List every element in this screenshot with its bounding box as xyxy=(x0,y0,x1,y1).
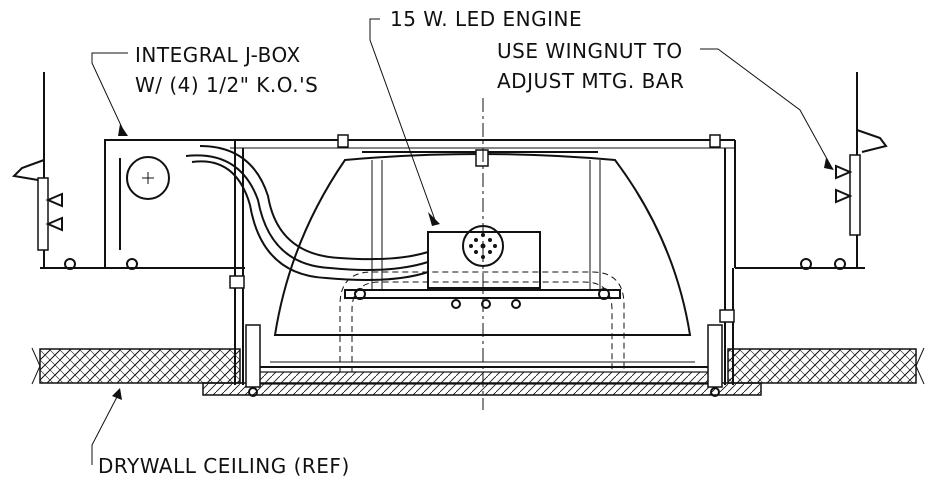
jbox-label-line2: W/ (4) 1/2" K.O.'S xyxy=(135,73,318,97)
leaders xyxy=(91,18,833,465)
break-line-left xyxy=(31,347,41,385)
mounting-bar-left xyxy=(11,72,138,270)
trim-clip-left xyxy=(245,324,261,397)
drywall-ceiling-left xyxy=(39,348,241,384)
break-line-right xyxy=(915,347,925,385)
trim-ring xyxy=(202,361,762,396)
wires xyxy=(185,145,429,281)
housing xyxy=(40,134,865,385)
jbox-label-line1: INTEGRAL J-BOX xyxy=(135,43,301,67)
mounting-bar-right xyxy=(800,72,888,270)
drywall-label: DRYWALL CEILING (REF) xyxy=(98,454,350,478)
led-engine-label: 15 W. LED ENGINE xyxy=(390,7,582,31)
wingnut-label-line1: USE WINGNUT TO xyxy=(497,39,683,63)
trim-clip-right xyxy=(707,324,723,397)
reflector xyxy=(273,149,692,336)
integral-j-box xyxy=(104,139,236,269)
wingnut-label-line2: ADJUST MTG. BAR xyxy=(497,69,684,93)
hidden-outline xyxy=(339,271,625,372)
drywall-ceiling-right xyxy=(727,348,917,384)
knockout-icon xyxy=(126,156,170,200)
